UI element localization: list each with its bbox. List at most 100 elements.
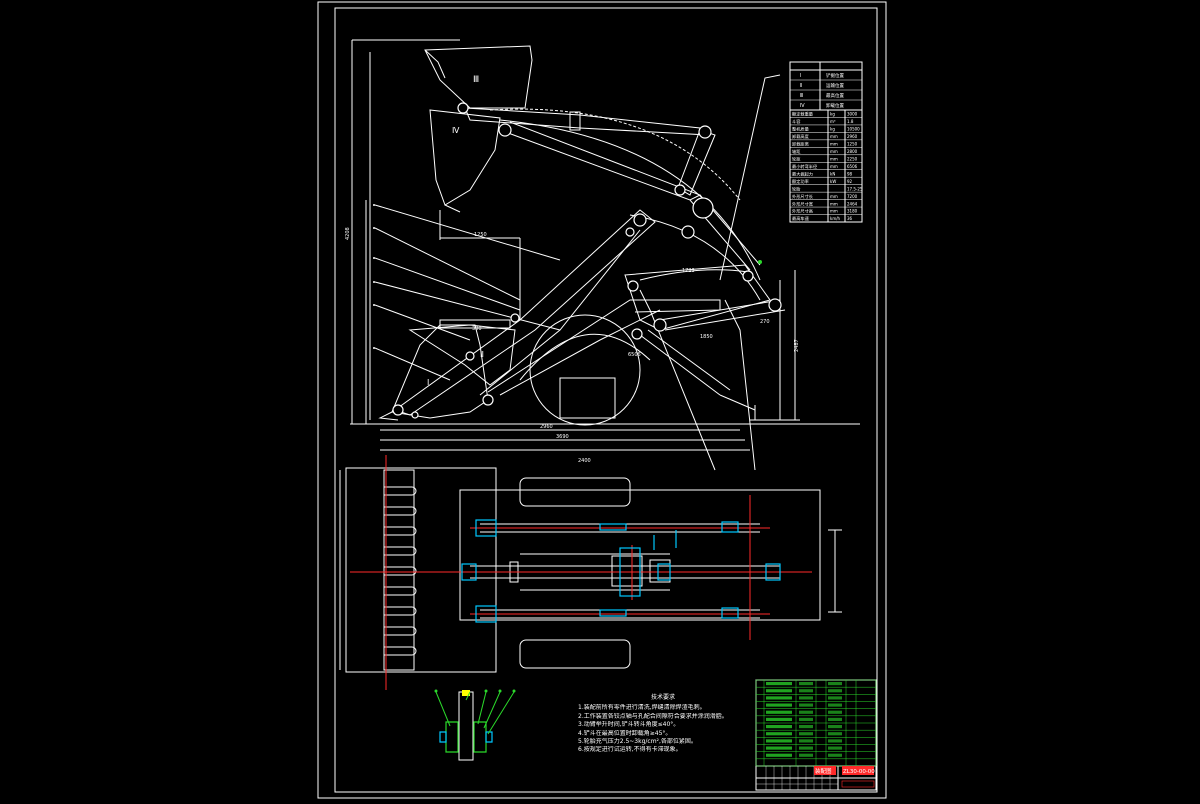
green-marker: [758, 260, 762, 264]
dim-2400: 2400: [578, 458, 591, 464]
param-value: 92: [847, 179, 853, 184]
bom-cell: [766, 753, 792, 757]
param-value: 98: [847, 171, 853, 176]
bom-cell: [766, 689, 792, 693]
param-name: 额定载重量: [792, 111, 813, 118]
label-mid-bucket: Ⅱ: [480, 350, 484, 359]
param-value: 7200: [847, 194, 858, 199]
bom-cell: [799, 689, 813, 693]
param-unit: mm: [830, 209, 838, 214]
bom-cell: [828, 753, 842, 757]
param-name: 卸载高度: [792, 133, 810, 140]
bom-cell: [828, 746, 842, 750]
red-centerlines: [350, 455, 812, 690]
param-value: 10500: [847, 127, 860, 132]
bom-cell: [766, 710, 792, 714]
bom-cell: [766, 682, 792, 686]
param-unit: kg: [830, 127, 835, 132]
param-name: 轮胎: [792, 185, 801, 192]
note-line-2: 2.工作装置各铰点轴与孔配合间隙符合要求并涂润滑脂。: [578, 712, 728, 720]
bom-cell: [799, 746, 813, 750]
bom-cell: [799, 725, 813, 729]
bom-cell: [828, 696, 842, 700]
bom-cell: [799, 732, 813, 736]
param-unit: kg: [830, 112, 835, 117]
dim-2960: 2960: [540, 424, 553, 430]
bom-cell: [828, 689, 842, 693]
pin-joints: [392, 102, 782, 419]
notes-title: 技术要求: [650, 694, 675, 701]
param-name: 最高车速: [792, 215, 810, 222]
dim-1250: 1250: [474, 232, 487, 238]
dim-2487: 2487: [794, 339, 800, 352]
drawing-code: ZL30-00-00: [843, 769, 875, 775]
dim-1723: 1723: [682, 268, 695, 274]
dim-4208: 4208: [345, 227, 351, 240]
label-ground-bucket: Ⅰ: [427, 378, 429, 387]
bom-cell: [828, 732, 842, 736]
legend-row-key: Ⅳ: [800, 103, 805, 109]
bom-cell: [799, 717, 813, 721]
title-stamp: 装配图: [815, 767, 832, 775]
param-unit: mm: [830, 201, 838, 206]
bom-cell: [799, 710, 813, 714]
param-name: 轮距: [792, 155, 800, 162]
inner-frame: [334, 7, 878, 793]
param-name: 额定功率: [792, 178, 809, 185]
bom-cell: [828, 710, 842, 714]
left-tick-markers: [373, 204, 375, 349]
param-value: 2250: [847, 156, 858, 161]
bom-cell: [766, 725, 792, 729]
legend-row-key: Ⅲ: [800, 93, 803, 99]
param-unit: mm: [830, 142, 838, 147]
param-unit: mm: [830, 194, 838, 199]
param-value: 17.5-25: [847, 186, 863, 191]
param-value: 2464: [847, 201, 858, 206]
param-name: 外形尺寸宽: [792, 200, 814, 207]
param-value: 1250: [847, 142, 858, 147]
bom-cell: [766, 696, 792, 700]
bom-cell: [799, 739, 813, 743]
param-value: 6506: [847, 164, 858, 169]
bom-cell: [828, 703, 842, 707]
cyan-hinges: [461, 519, 781, 623]
legend-row-value: 运输位置: [826, 82, 844, 89]
param-name: 卸载距离: [792, 141, 809, 148]
param-unit: kW: [830, 179, 836, 184]
param-name: 斗容: [792, 118, 800, 125]
legend-row-value: 卸载位置: [826, 102, 844, 109]
bom-cell: [828, 739, 842, 743]
param-value: 2800: [847, 149, 858, 154]
note-line-1: 1.装配前所有零件进行清洗,焊缝清除焊渣毛刺。: [578, 704, 706, 712]
param-unit: mm: [830, 164, 838, 169]
note-line-4: 3.动臂举升时间,铲斗转斗角度≤40°。: [578, 721, 680, 729]
title-block: 装配图 ZL30-00-00: [755, 679, 877, 791]
note-line-6: 5.轮胎充气压力2.5~3kg/cm²,各部位紧固。: [578, 738, 697, 746]
label-top-bucket: Ⅲ: [473, 75, 479, 85]
bom-cell: [766, 732, 792, 736]
note-line-5: 4.铲斗在最高位置时卸载角≥45°。: [578, 729, 672, 737]
bom-cell: [766, 739, 792, 743]
param-value: 3000: [847, 112, 858, 117]
legend-row-value: 最高位置: [826, 92, 844, 99]
param-value: 3180: [847, 209, 858, 214]
legend-row-key: Ⅱ: [800, 83, 802, 89]
param-unit: mm: [830, 156, 838, 161]
dim-270: 270: [760, 319, 770, 325]
param-name: 轴距: [792, 148, 800, 155]
param-value: 2960: [847, 134, 858, 139]
note-line-7: 6.按规定进行试运转,不得有卡滞现象。: [578, 746, 682, 754]
legend-row-value: 铲掘位置: [826, 72, 844, 79]
outer-frame: [317, 1, 887, 799]
bucket-teeth: [384, 486, 417, 656]
param-unit: m³: [830, 119, 836, 124]
bom-cell: [766, 746, 792, 750]
param-unit: km/h: [830, 216, 841, 221]
bucket-plan: [345, 467, 497, 673]
bom-cell: [828, 725, 842, 729]
param-name: 外形尺寸高: [792, 208, 813, 215]
bom-cell: [799, 682, 813, 686]
